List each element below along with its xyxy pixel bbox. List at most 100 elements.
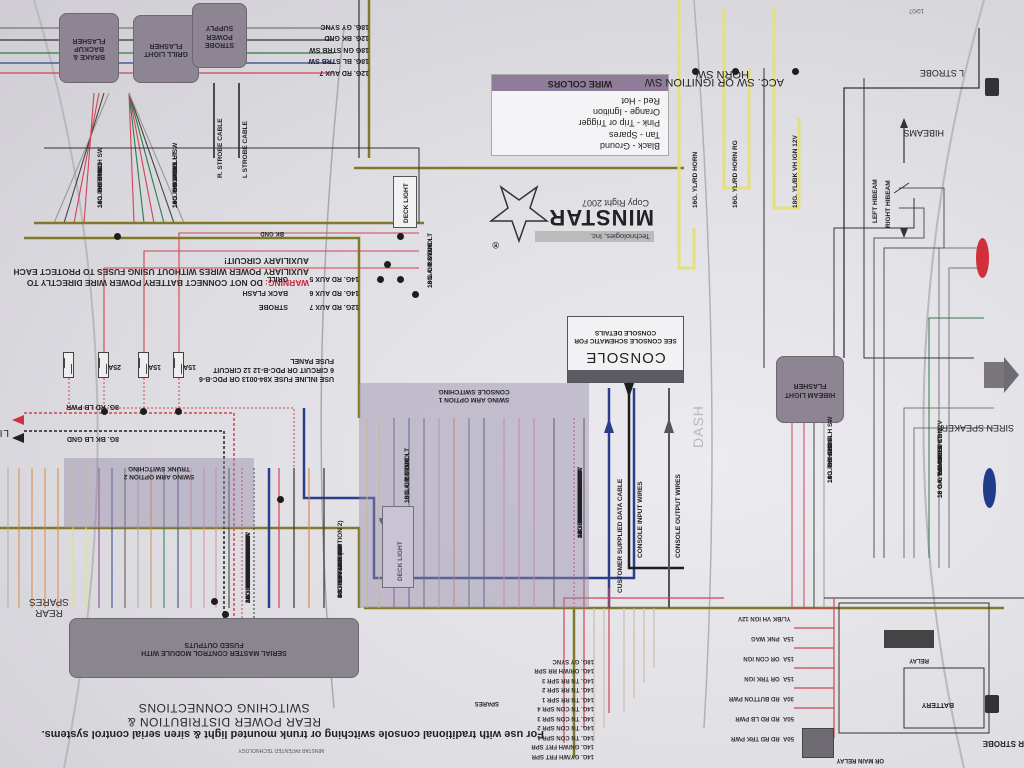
star-icon (489, 185, 549, 243)
console-note: SEE CONSOLE SCHEMATIC FOR CONSOLE DETAIL… (574, 329, 677, 344)
junction-dot (211, 598, 218, 605)
deck-light-label: DECK LIGHT (403, 183, 410, 223)
legend-item: Tan - Spares (608, 129, 660, 140)
wire-label: 12G. RD AUX 7 (319, 69, 369, 76)
main-relay-label: OR MAIN RELAY (836, 757, 884, 763)
spare-wire: 14G. TN RR SPR 3 (541, 677, 594, 683)
fuse-rating: 25A (108, 363, 121, 370)
spare-wire: 18G. GY SYNC (552, 658, 594, 664)
junction-dot (140, 408, 147, 415)
module-label: BRAKE & BACKUP FLASHER (72, 36, 106, 61)
bk-gnd-label: BK GND (260, 230, 284, 236)
module-label: GRILL LIGHT FLASHER (144, 42, 188, 58)
wire-label: 16G. GY SYNC (97, 162, 104, 208)
aux-use: GRILL (267, 275, 289, 282)
junction-dot (397, 276, 404, 283)
footer-subtext: MINSTAR PATENTED TECHNOLOGY (238, 747, 324, 753)
lightbar-gnd-wire: 8G. BK LB GND (66, 435, 119, 442)
console-input-label: CONSOLE INPUT WIRES (637, 481, 644, 558)
hibeam-wire-label: RIGHT HIBEAM (885, 180, 892, 228)
spare-wire: 14G. TN CON SPR 3 (537, 715, 594, 721)
power-wire: OR CON IGN (743, 655, 780, 661)
wire-label: 14G. BK GND (337, 556, 344, 598)
wire-label: 18G. GY SYNC (172, 162, 179, 208)
lightbar-label: LIGHTBAR (0, 427, 9, 438)
module-label: STROBE POWER SUPPLY (204, 24, 235, 48)
dash-label: DASH (690, 405, 706, 448)
power-outputs-list: 50A RD RD TRK PWR 50A RD RD LB PWR 30A R… (729, 608, 794, 748)
footer-text: For use with traditional console switchi… (41, 728, 544, 740)
swing-arm-1-title: SWING ARM OPTION 1 (438, 395, 510, 403)
aux-circuit-list: 12G. RD AUX 7 STROBE 14G. RD AUX 6 BACK … (243, 271, 359, 313)
fuse-rating: 50A (782, 735, 794, 741)
legend-item: Black - Ground (599, 141, 660, 151)
r-strobe-label: R STROBE (982, 739, 1024, 748)
switch-terminal (732, 68, 739, 75)
spare-wire: 14G. TN RR SPR 1 (541, 696, 594, 702)
siren-speaker-icon (984, 362, 1004, 388)
r-strobe-cable-label: R. STROBE CABLE (217, 118, 224, 178)
switch-terminal (792, 68, 799, 75)
lightbar-gnd-arrow-icon (12, 433, 24, 443)
strobe-output-wires: 12G. RD AUX 7 18G. BL STRB SW 18G GN STR… (308, 21, 369, 79)
swing-arm-option-1-panel: SWING ARM OPTION 1 CONSOLE SWITCHING (359, 383, 589, 608)
l-strobe-cable-label: L STROBE CABLE (242, 121, 249, 178)
fuse-icon (63, 352, 74, 378)
wire-label: 18G. GY SYNC (320, 23, 369, 30)
junction-dot (114, 233, 121, 240)
junction-dot (377, 276, 384, 283)
wire-label: 16 GA. WH SPKR COM (937, 427, 944, 498)
siren-speaker-label: SIREN SPEAKER (941, 423, 1014, 433)
swing-arm-2-title: SWING ARM OPTION 2 (123, 472, 195, 480)
minstar-logo: Copy Right 2007 MINSTAR Technologies, In… (484, 178, 654, 250)
wire-label: 18G. GY SYNC (245, 557, 252, 603)
hibeams-label: HIBEAMS (903, 128, 944, 138)
wire-colors-legend: Black - Ground Tan - Spares Pink - Trip … (491, 74, 669, 156)
power-wire: PNK WAG (750, 635, 780, 641)
power-wire: OR TRK IGN (744, 675, 780, 681)
junction-dot (397, 233, 404, 240)
console-output-label: CONSOLE OUTPUT WIRES (675, 474, 682, 558)
power-wire: RD RD TRK PWR (730, 735, 780, 741)
lightbar-arrows (12, 415, 24, 443)
horn-switch-label: HORN SW. (693, 68, 749, 80)
strobe-power-supply: STROBE POWER SUPPLY (192, 3, 247, 68)
aux-use: STROBE (258, 303, 289, 310)
swing-arm-2-subtitle: TRUNK SWITCHING (128, 464, 190, 472)
data-cable-label: CUSTOMER SUPPLIED DATA CABLE (617, 478, 624, 593)
l-strobe-label: L STROBE (919, 68, 964, 78)
aux-wire: 14G. RD AUX 6 (309, 289, 359, 296)
wire-label: 18G. GY SYNC (827, 437, 834, 483)
console-box: CONSOLE SEE CONSOLE SCHEMATIC FOR CONSOL… (567, 316, 684, 383)
aux-wire: 12G. RD AUX 7 (309, 303, 359, 310)
deck-light-top: DECK LIGHT (393, 176, 417, 228)
fuse-rating: 15A (782, 635, 794, 641)
legend-item: Pink - Trip or Trigger (578, 118, 660, 129)
brand-sub: Technologies, Inc. (535, 231, 654, 242)
spare-wire: 14G. GY/WH FRT SPR (531, 753, 594, 759)
power-wire: RD RD LB PWR (735, 715, 780, 721)
horn-wire-label: 16G. YL/RD HORN RG (732, 140, 739, 208)
serial-master-control-module: SERIAL MASTER CONTROL MODULE WITH FUSED … (69, 618, 359, 678)
spare-wire: 14G. GN/WH FRT SPR (531, 743, 594, 750)
junction-dot (175, 408, 182, 415)
hibeam-wire-label: LEFT HIBEAM (872, 179, 879, 223)
fuse-rating: 15A (782, 655, 794, 661)
battery-label: BATTERY (921, 701, 954, 708)
front-spares-list: 14G. GY/WH FRT SPR 14G. GN/WH FRT SPR 14… (531, 656, 594, 761)
wire-label: 16G. OR DECK LT (404, 447, 411, 503)
registered-mark: ® (492, 240, 499, 250)
rear-power-title: REAR POWER DISTRIBUTION & SWITCHING CONN… (127, 701, 321, 729)
power-wire: YL/BK VH IGN 12V (737, 615, 791, 621)
legend-item: Orange - Ignition (592, 107, 660, 118)
power-wire: RD BUTTON PWR (728, 695, 780, 701)
blue-lamp-icon (983, 468, 996, 508)
swing-arm-option-2-panel: SWING ARM OPTION 2 TRUNK SWITCHING (64, 458, 254, 528)
ignition-wire-label: 18G. YL/BK VH IGN 12V (792, 135, 799, 208)
fuse-rating: 15A (148, 363, 161, 370)
console-connector (568, 370, 683, 382)
wire-label: 8G. BK LB GND (577, 489, 584, 538)
wire-label: 16G. OR DECK LT (427, 232, 434, 288)
switch-terminal (692, 68, 699, 75)
